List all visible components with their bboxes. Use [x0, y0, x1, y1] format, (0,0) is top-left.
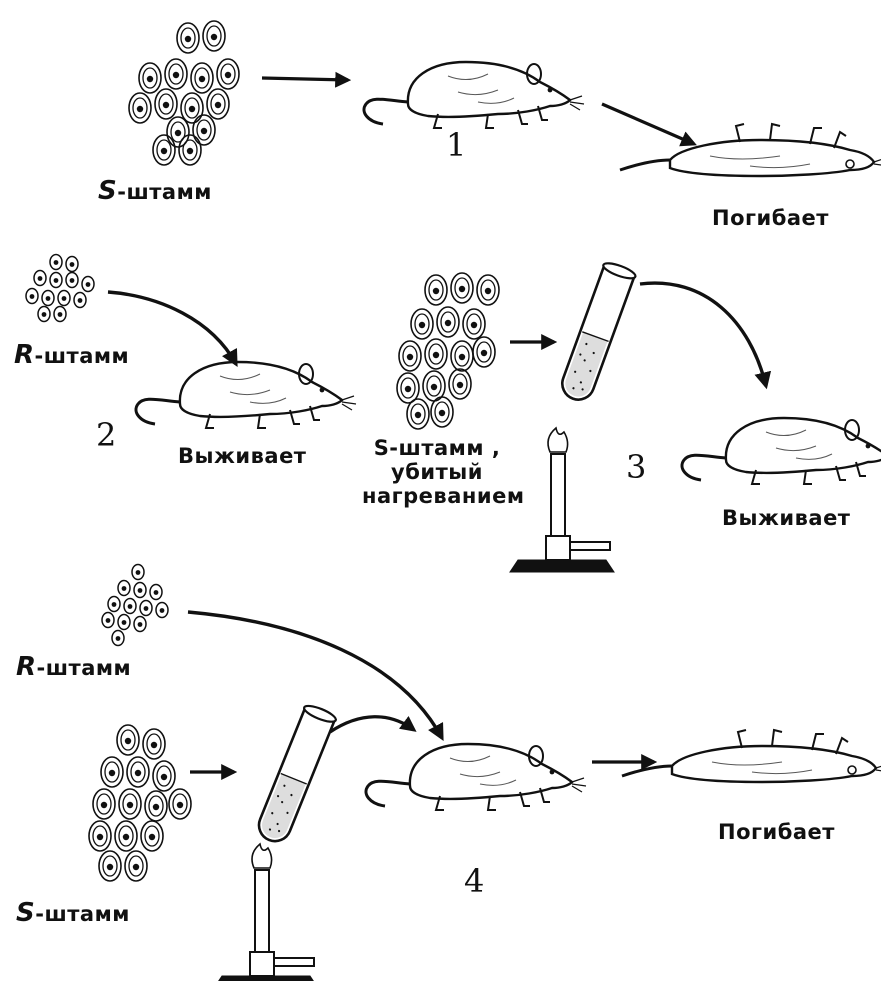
s-strain-colony-4	[88, 724, 192, 882]
s-strain-label-4: S-штамм	[16, 898, 130, 928]
s-strain-colony-3	[396, 272, 500, 430]
heat-killed-line-2: убитый	[391, 460, 483, 484]
mouse-3	[680, 416, 881, 486]
dead-mouse-1	[618, 122, 881, 178]
arrow-4c	[329, 715, 417, 734]
heat-killed-s-strain-label: S-штамм , убитый нагреванием	[362, 436, 525, 508]
bunsen-burner-4	[213, 843, 319, 981]
test-tube-4	[251, 701, 339, 848]
result-label-1: Погибает	[712, 206, 829, 230]
arrow-1b	[601, 102, 697, 147]
arrow-3b	[639, 281, 772, 390]
dead-mouse-4	[620, 728, 881, 784]
result-label-2: Выживает	[178, 444, 307, 468]
r-strain-label-2: R-штамм	[14, 340, 130, 370]
r-strain-colony-2	[25, 253, 95, 323]
mouse-4	[364, 742, 588, 812]
result-label-4: Погибает	[718, 820, 835, 844]
arrow-4a	[187, 610, 444, 741]
heat-killed-line-1: S-штамм ,	[373, 436, 501, 460]
arrow-1a	[261, 71, 352, 88]
experiment-number-2: 2	[96, 416, 117, 454]
experiment-number-1: 1	[446, 126, 467, 164]
heat-killed-line-3: нагреванием	[362, 484, 525, 508]
r-strain-label-4: R-штамм	[16, 652, 132, 682]
result-label-3: Выживает	[722, 506, 851, 530]
mouse-2	[134, 360, 358, 430]
arrow-2	[107, 290, 238, 367]
s-strain-colony-1	[128, 20, 240, 166]
experiment-number-4: 4	[464, 862, 485, 900]
r-strain-colony-4	[101, 563, 169, 647]
bunsen-burner-3	[509, 427, 615, 573]
mouse-1	[362, 60, 586, 130]
test-tube-3	[555, 259, 639, 406]
experiment-number-3: 3	[626, 448, 647, 486]
s-strain-label-1: S-штамм	[98, 176, 212, 206]
